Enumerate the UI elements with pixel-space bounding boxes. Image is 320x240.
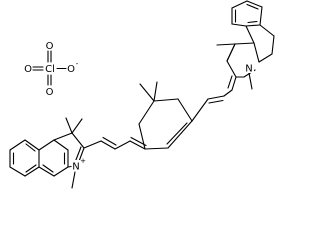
double-bond <box>25 164 37 173</box>
bond <box>83 140 102 149</box>
oxygen-atom-left: O <box>24 64 32 75</box>
bond <box>231 0 248 9</box>
bond <box>138 100 155 125</box>
anion-charge: - <box>76 60 79 68</box>
bond <box>226 60 237 78</box>
methyl-bond <box>216 43 236 46</box>
right-benzindoline-unit: N <box>216 0 275 90</box>
bond <box>100 140 116 150</box>
bond <box>258 53 273 63</box>
bond <box>167 120 193 149</box>
bond <box>245 24 261 27</box>
methyl-bond <box>65 117 73 134</box>
double-bond <box>25 143 36 152</box>
bond <box>38 139 55 151</box>
methyl-bond <box>71 118 83 134</box>
methyl-bond <box>153 81 158 102</box>
bond <box>245 25 255 44</box>
chlorine-atom: Cl <box>45 64 55 75</box>
bond <box>71 132 85 149</box>
oxygen-atom-right: O <box>67 64 75 75</box>
nitrogen-atom-cationic: N <box>72 162 79 173</box>
bond <box>231 23 247 27</box>
left-polymethine-chain <box>83 136 147 150</box>
bond <box>144 147 169 150</box>
oxygen-atom-top: O <box>46 41 54 52</box>
cation-charge: + <box>80 157 86 165</box>
bond <box>223 89 233 97</box>
nitrogen-atom: N <box>245 64 252 75</box>
atom-label-background <box>71 160 81 171</box>
bond <box>9 166 26 177</box>
bond <box>271 35 275 55</box>
methyl-bond <box>139 83 155 102</box>
bond <box>207 95 225 100</box>
double-bond <box>74 146 82 162</box>
bond <box>24 139 40 151</box>
perchlorate-anion: O O Cl O - O <box>24 41 79 98</box>
bond <box>234 42 255 45</box>
double-bond <box>227 75 233 89</box>
right-polymethine-chain <box>191 75 237 122</box>
bond <box>259 6 263 26</box>
bond <box>177 98 193 122</box>
methyl-bond <box>248 72 253 90</box>
bond <box>53 139 69 151</box>
bond <box>24 166 40 177</box>
bond <box>53 166 69 177</box>
oxygen-atom-bottom: O <box>46 87 54 98</box>
bond <box>129 140 146 150</box>
bond <box>153 98 179 102</box>
bond <box>191 98 209 122</box>
methyl-bond <box>226 43 236 62</box>
bond <box>9 139 26 151</box>
double-bond <box>247 20 258 24</box>
methyl-bond <box>71 171 76 189</box>
central-cyclohexene-ring <box>138 81 193 150</box>
left-benzindolium-unit: N + <box>9 117 86 189</box>
chemical-structure-diagram: O O Cl O - O <box>9 0 275 189</box>
double-bond <box>42 164 54 173</box>
bond <box>114 140 131 150</box>
bond <box>53 132 73 141</box>
double-bond <box>166 122 188 145</box>
bond <box>259 24 275 37</box>
bond <box>246 0 263 8</box>
bond <box>231 76 237 91</box>
atom-label-background <box>244 62 254 73</box>
double-bond <box>246 3 259 10</box>
double-bond <box>208 99 224 104</box>
bond <box>138 123 146 150</box>
bond <box>253 42 260 63</box>
double-bond <box>102 136 117 146</box>
bond <box>38 166 55 177</box>
